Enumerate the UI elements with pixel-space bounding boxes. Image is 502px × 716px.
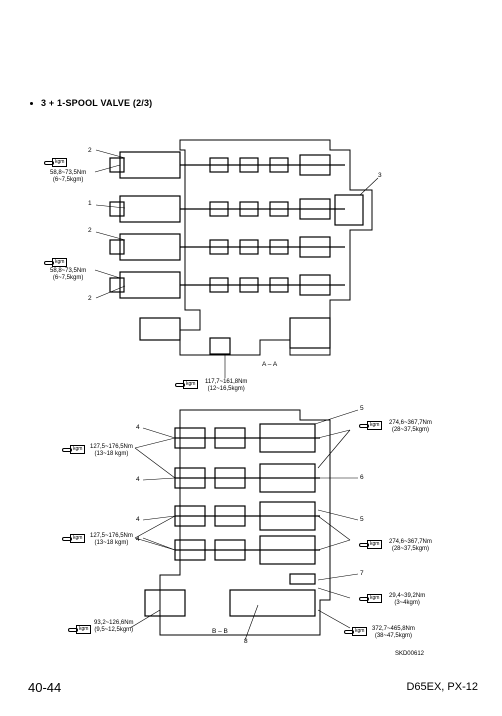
torque-spec: 58,8~73,5Nm(6~7,5kgm) — [50, 170, 87, 183]
upper-spools — [109, 151, 364, 355]
model-label: D65EX, PX-12 — [406, 681, 478, 693]
callout-8: 8 — [244, 638, 248, 645]
torque-wrench-icon: kgm — [358, 540, 383, 549]
torque-wrench-icon: kgm — [358, 421, 383, 430]
torque-spec: 274,6~367,7Nm(28~37,5kgm) — [389, 420, 432, 433]
upper-leaders — [94, 149, 379, 378]
callout-2-bottom: 2 — [88, 295, 92, 302]
lower-leaders — [129, 409, 359, 641]
torque-wrench-icon: kgm — [61, 534, 86, 543]
callout-4: 4 — [136, 424, 140, 431]
torque-wrench-icon: kgm — [358, 594, 383, 603]
callout-2-top: 2 — [88, 147, 92, 154]
torque-spec: 274,6~367,7Nm(28~37,5kgm) — [389, 539, 432, 552]
section-heading: 3 + 1-SPOOL VALVE (2/3) — [30, 98, 152, 108]
torque-wrench-icon: kgm — [343, 627, 368, 636]
torque-spec: 93,2~126,6Nm(9,5~12,5kgm) — [94, 620, 134, 633]
lower-valve-body — [159, 409, 331, 636]
section-label-aa: A – A — [262, 361, 278, 368]
torque-wrench-icon: kgm — [174, 380, 199, 389]
callout-4: 4 — [136, 516, 140, 523]
callout-2-mid: 2 — [88, 227, 92, 234]
callout-6: 6 — [360, 474, 364, 481]
torque-spec: 372,7~465,8Nm(38~47,5kgm) — [372, 626, 415, 639]
torque-spec: 127,5~176,5Nm(13~18 kgm) — [90, 533, 133, 546]
torque-spec: 29,4~39,2Nm(3~4kgm) — [389, 593, 426, 606]
torque-spec: 58,8~73,5Nm(6~7,5kgm) — [50, 268, 87, 281]
section-title: 3 + 1-SPOOL VALVE (2/3) — [41, 98, 153, 108]
callout-4: 4 — [136, 476, 140, 483]
torque-spec: 117,7~161,8Nm(12~16,5kgm) — [205, 379, 248, 392]
callout-3: 3 — [378, 172, 382, 179]
torque-wrench-icon: kgm — [43, 258, 68, 267]
page-number: 40-44 — [28, 680, 62, 695]
drawing-code: SKD00612 — [394, 651, 424, 657]
section-label-bb: B – B — [212, 628, 228, 635]
lower-spools — [144, 423, 320, 617]
torque-wrench-icon: kgm — [43, 158, 68, 167]
bullet-icon — [30, 102, 33, 106]
callout-4: 4 — [136, 536, 140, 543]
upper-valve-body — [179, 139, 373, 356]
callout-5: 5 — [360, 516, 364, 523]
torque-wrench-icon: kgm — [67, 625, 92, 634]
callout-1: 1 — [88, 200, 92, 207]
callout-5: 5 — [360, 405, 364, 412]
torque-wrench-icon: kgm — [61, 445, 86, 454]
callout-7: 7 — [360, 570, 364, 577]
torque-spec: 127,5~176,5Nm(13~18 kgm) — [90, 444, 133, 457]
